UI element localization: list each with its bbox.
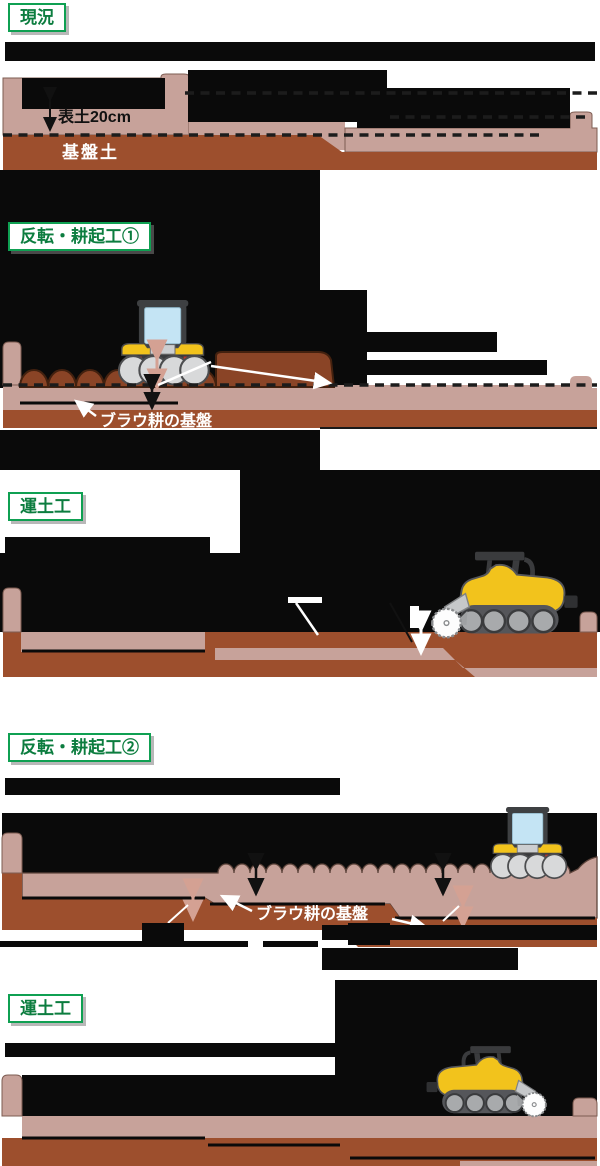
redacted-area [0, 941, 248, 947]
redacted-area [188, 70, 387, 122]
redacted-text-bar [367, 332, 497, 352]
redacted-text-bar [5, 778, 340, 795]
redacted-area [0, 553, 240, 632]
levee-left [2, 587, 22, 633]
leader-arrow [210, 364, 333, 390]
leader-line [442, 905, 460, 922]
section-label-text: 反転・耕起工① [20, 227, 139, 246]
section-label-current-state: 現況 [8, 3, 66, 32]
redacted-text-bar [5, 1043, 435, 1057]
redacted-text-bar-1 [5, 42, 595, 61]
section-label-text: 現況 [20, 8, 54, 27]
section-label-hauling-1: 運土工 [8, 492, 83, 521]
section-label-text: 反転・耕起工② [20, 738, 139, 757]
redacted-text-bar [367, 360, 547, 375]
leader-line [157, 360, 212, 387]
topsoil-depth-label: 表土20cm [57, 107, 131, 126]
section-label-inversion-2: 反転・耕起工② [8, 733, 151, 762]
redacted-area [322, 925, 597, 940]
base-soil-layer [3, 410, 597, 428]
diagram-soil-hauling-2 [1, 980, 598, 1166]
topsoil-strip [21, 632, 205, 652]
levee-right [572, 1097, 598, 1117]
plow-base-arrow-left [219, 894, 253, 913]
diagram-soil-hauling-1 [0, 470, 600, 677]
levee-left [1, 832, 23, 874]
leader-line [167, 904, 189, 924]
diagram-current-state: 表土20cm 基盤土 [2, 70, 598, 170]
leader-line [294, 602, 320, 636]
redacted-area [22, 78, 165, 109]
section-label-hauling-2: 運土工 [8, 994, 83, 1023]
redacted-area [0, 430, 320, 470]
plow-base-label: ブラウ耕の基盤 [100, 411, 213, 430]
section-label-text: 運土工 [20, 497, 71, 516]
diagram-inversion-plowing-1: ブラウ耕の基盤 [0, 170, 597, 470]
topsoil-layer [22, 1116, 597, 1138]
levee-right [579, 611, 598, 633]
diagram-inversion-plowing-2: ブラウ耕の基盤 [0, 778, 598, 970]
callout-fragment [410, 606, 419, 628]
base-soil-label: 基盤土 [61, 142, 119, 162]
redacted-text-bar [5, 537, 210, 553]
plow-base-label: ブラウ耕の基盤 [256, 904, 369, 923]
section-label-inversion-1: 反転・耕起工① [8, 222, 151, 251]
redacted-area [142, 923, 184, 945]
section-label-text: 運土工 [20, 999, 71, 1018]
plow-base-arrow [74, 399, 97, 418]
buried-topsoil-strip [460, 1161, 597, 1166]
levee-left [1, 1074, 23, 1117]
callout-fragment [288, 597, 322, 603]
levee-left [2, 341, 22, 386]
buried-topsoil-band [215, 648, 597, 677]
leader-line [389, 602, 413, 643]
redacted-area [263, 941, 318, 947]
redacted-area [322, 948, 518, 970]
topsoil-field-right [344, 111, 598, 153]
base-soil-layer [3, 135, 597, 170]
